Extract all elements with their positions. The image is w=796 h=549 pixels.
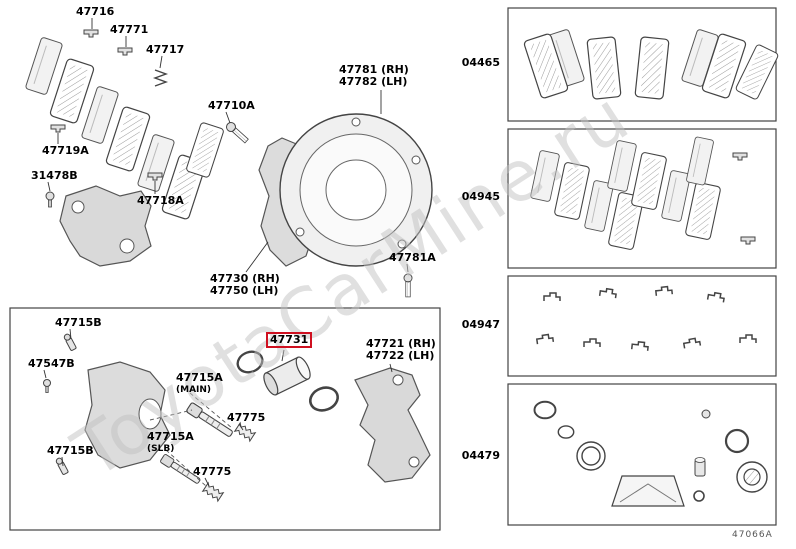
bleeder-plug-shape <box>62 332 78 352</box>
pin-boot-shape <box>234 422 256 442</box>
part-label-47721-47722[interactable]: 47721 (RH) 47722 (LH) <box>366 338 436 362</box>
part-label-47715A: 47715A <box>176 371 223 384</box>
shim-shape <box>136 133 176 193</box>
part-label-47715A-main[interactable]: 47715A (MAIN) <box>176 372 223 396</box>
torque-plate-hole <box>392 374 404 386</box>
part-label-47715B-upper[interactable]: 47715B <box>55 316 102 329</box>
fitting-bolt-shape <box>43 379 51 393</box>
pin-boot-shape <box>202 482 224 502</box>
caliper-housing-shape <box>84 361 171 469</box>
part-label-47775-upper[interactable]: 47775 <box>227 411 266 424</box>
part-label-47731-highlighted[interactable]: 47731 <box>265 332 313 348</box>
cylinder-boot-shape <box>305 382 343 416</box>
cylinder-kit-shapes <box>533 400 768 507</box>
brake-pad-shape <box>185 121 225 179</box>
part-label-47710A[interactable]: 47710A <box>208 99 255 112</box>
part-label-47781-47782[interactable]: 47781 (RH) 47782 (LH) <box>339 64 409 88</box>
part-label-47715B-lower[interactable]: 47715B <box>47 444 94 457</box>
leader-lines <box>43 18 409 487</box>
kit-label-04947[interactable]: 04947 <box>461 318 500 331</box>
part-label-47716[interactable]: 47716 <box>76 5 115 18</box>
part-label-47781A[interactable]: 47781A <box>389 251 436 264</box>
pad-support-clip-shape <box>83 29 99 38</box>
part-label-47750-lh: 47750 (LH) <box>210 284 279 297</box>
part-label-47730-rh: 47730 (RH) <box>210 272 280 285</box>
grease-fitting-shape <box>45 191 55 208</box>
part-label-47718A[interactable]: 47718A <box>137 194 184 207</box>
kit-label-04945[interactable]: 04945 <box>461 190 500 203</box>
part-label-47721-rh: 47721 (RH) <box>366 337 436 350</box>
part-label-47722-lh: 47722 (LH) <box>366 349 435 362</box>
cylinder-bore <box>138 398 162 430</box>
part-label-47775-lower[interactable]: 47775 <box>193 465 232 478</box>
support-hole <box>119 238 135 254</box>
dust-shield-shape <box>279 113 433 267</box>
kit-label-04479[interactable]: 04479 <box>461 449 500 462</box>
caliper-bolt-shape <box>224 120 251 145</box>
wear-indicator-shape <box>50 124 66 133</box>
piston-shape <box>263 356 311 396</box>
support-hole <box>71 200 85 214</box>
part-label-47730-47750[interactable]: 47730 (RH) 47750 (LH) <box>210 273 280 297</box>
caliper-assembly-box <box>9 307 441 531</box>
part-label-47719A[interactable]: 47719A <box>42 144 89 157</box>
part-label-47771[interactable]: 47771 <box>110 23 149 36</box>
part-label-slb-suffix: (SLB) <box>147 444 175 454</box>
pad-support-clip-shape <box>117 47 133 56</box>
kit-label-04465[interactable]: 04465 <box>461 56 500 69</box>
dashed-leaders <box>149 392 233 487</box>
part-label-47782-lh: 47782 (LH) <box>339 75 408 88</box>
pad-spring-shape <box>152 69 169 87</box>
shim-shape <box>24 36 64 96</box>
part-label-47715A-slb[interactable]: 47715A (SLB) <box>147 431 194 455</box>
kit-box-fittings <box>507 275 777 377</box>
part-label-main-suffix: (MAIN) <box>176 385 212 395</box>
diagram-code: 47066A <box>732 530 773 540</box>
part-label-47717[interactable]: 47717 <box>146 43 185 56</box>
torque-plate-shape <box>354 367 431 483</box>
torque-plate-hole <box>408 456 420 468</box>
part-label-31478B[interactable]: 31478B <box>31 169 78 182</box>
part-label-47781-rh: 47781 (RH) <box>339 63 409 76</box>
shim-shape <box>80 85 120 145</box>
brake-pad-shape <box>104 105 152 173</box>
part-label-47547B[interactable]: 47547B <box>28 357 75 370</box>
highlight-box: 47731 <box>265 332 313 348</box>
brake-pad-shape <box>48 57 96 125</box>
part-label-47715A: 47715A <box>147 430 194 443</box>
